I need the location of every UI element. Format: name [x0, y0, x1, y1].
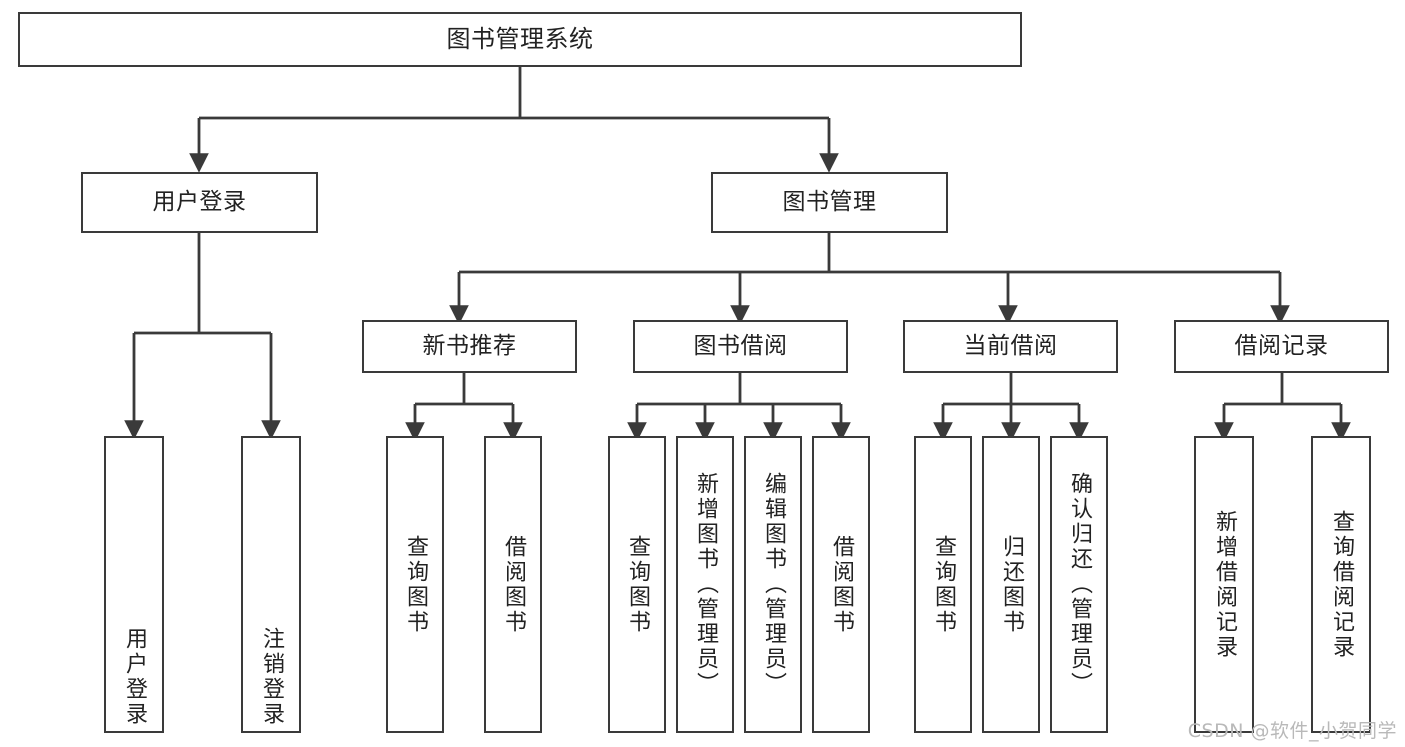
- node-label: 归还图书: [998, 534, 1024, 635]
- node-label: 新书推荐: [422, 332, 517, 359]
- node-user-login[interactable]: 用户登录: [81, 172, 318, 233]
- node-book-management[interactable]: 图书管理: [711, 172, 948, 233]
- node-label: 查询图书: [624, 534, 650, 635]
- node-label: 新增借阅记录: [1211, 509, 1237, 660]
- leaf-current-return-book[interactable]: 归还图书: [982, 436, 1040, 733]
- node-current-borrow[interactable]: 当前借阅: [903, 320, 1118, 373]
- leaf-current-query-book[interactable]: 查询图书: [914, 436, 972, 733]
- node-book-borrow[interactable]: 图书借阅: [633, 320, 848, 373]
- node-label: 新增图书（管理员）: [692, 472, 718, 697]
- node-label: 借阅记录: [1234, 332, 1329, 359]
- leaf-user-login-logout[interactable]: 注销登录: [241, 436, 301, 733]
- node-label: 图书管理系统: [446, 25, 594, 54]
- leaf-borrow-borrow-book[interactable]: 借阅图书: [812, 436, 870, 733]
- node-label: 查询借阅记录: [1328, 509, 1354, 660]
- node-borrow-record[interactable]: 借阅记录: [1174, 320, 1389, 373]
- node-label: 用户登录: [121, 627, 147, 727]
- leaf-borrow-query-book[interactable]: 查询图书: [608, 436, 666, 733]
- leaf-borrow-edit-book-admin[interactable]: 编辑图书（管理员）: [744, 436, 802, 733]
- node-label: 查询图书: [402, 534, 428, 635]
- leaf-user-login-login[interactable]: 用户登录: [104, 436, 164, 733]
- node-new-book-recommendation[interactable]: 新书推荐: [362, 320, 577, 373]
- node-label: 借阅图书: [500, 534, 526, 635]
- csdn-watermark: CSDN @软件_小贺同学: [1187, 720, 1397, 742]
- node-label: 图书借阅: [693, 332, 788, 359]
- node-root-system[interactable]: 图书管理系统: [18, 12, 1022, 67]
- node-label: 查询图书: [930, 534, 956, 635]
- leaf-borrow-add-book-admin[interactable]: 新增图书（管理员）: [676, 436, 734, 733]
- node-label: 注销登录: [258, 627, 284, 727]
- leaf-new-rec-query-book[interactable]: 查询图书: [386, 436, 444, 733]
- node-label: 当前借阅: [963, 332, 1058, 359]
- leaf-new-rec-borrow-book[interactable]: 借阅图书: [484, 436, 542, 733]
- leaf-record-add-record[interactable]: 新增借阅记录: [1194, 436, 1254, 733]
- leaf-current-confirm-return-admin[interactable]: 确认归还（管理员）: [1050, 436, 1108, 733]
- node-label: 借阅图书: [828, 534, 854, 635]
- node-label: 图书管理: [782, 188, 877, 215]
- leaf-record-query-record[interactable]: 查询借阅记录: [1311, 436, 1371, 733]
- node-label: 确认归还（管理员）: [1066, 472, 1092, 697]
- node-label: 用户登录: [152, 188, 247, 215]
- node-label: 编辑图书（管理员）: [760, 472, 786, 697]
